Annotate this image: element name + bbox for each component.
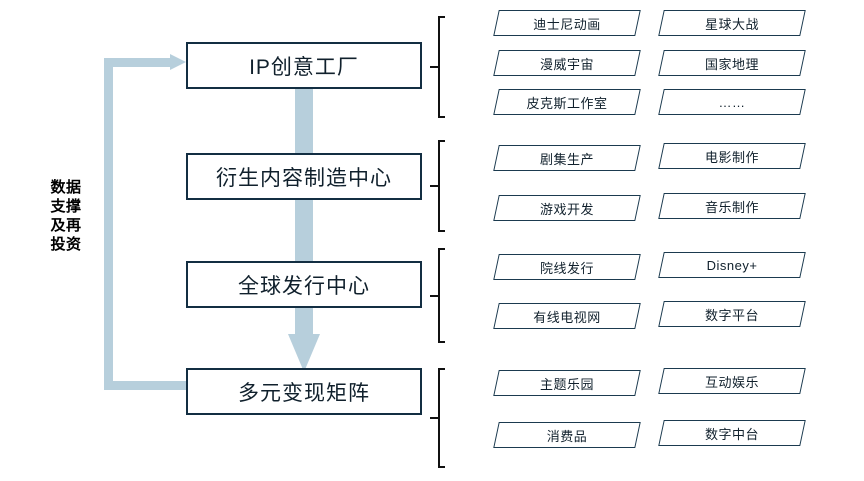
bracket-cap-bottom — [438, 116, 445, 118]
stage-label: 衍生内容制造中心 — [216, 166, 392, 190]
chip-content-2[interactable]: 电影制作 — [658, 143, 806, 169]
bracket-tick — [430, 417, 440, 419]
chip-label: 有线电视网 — [533, 309, 601, 325]
chip-label: 剧集生产 — [539, 151, 594, 167]
chip-ip-3[interactable]: 漫威宇宙 — [493, 50, 641, 76]
chip-label: 皮克斯工作室 — [526, 95, 608, 111]
loop-bottom-segment — [104, 381, 188, 390]
chip-distribution-3[interactable]: 有线电视网 — [493, 303, 641, 329]
main-flow-arrow — [288, 86, 320, 372]
chip-monetization-4[interactable]: 数字中台 — [658, 420, 806, 446]
chip-content-3[interactable]: 游戏开发 — [493, 195, 641, 221]
chip-label: 数字中台 — [704, 426, 759, 442]
chip-content-1[interactable]: 剧集生产 — [493, 145, 641, 171]
loop-top-segment — [104, 58, 172, 67]
chip-content-4[interactable]: 音乐制作 — [658, 193, 806, 219]
bracket-cap-top — [438, 16, 445, 18]
stage-box-ip-creative-factory[interactable]: IP创意工厂 — [186, 42, 422, 89]
chip-label: Disney+ — [706, 257, 758, 273]
bracket-cap-bottom — [438, 230, 445, 232]
chip-label: 游戏开发 — [539, 201, 594, 217]
chip-ip-4[interactable]: 国家地理 — [658, 50, 806, 76]
group-bracket-2 — [430, 140, 446, 232]
chip-ip-1[interactable]: 迪士尼动画 — [493, 10, 641, 36]
chip-label: 院线发行 — [539, 260, 594, 276]
loop-arrowhead-icon — [170, 54, 186, 70]
chip-ip-5[interactable]: 皮克斯工作室 — [493, 89, 641, 115]
bracket-tick — [430, 294, 440, 297]
loop-vertical-segment — [104, 58, 113, 390]
reinvestment-loop-arrow — [104, 54, 196, 390]
stage-label: 全球发行中心 — [238, 274, 370, 298]
chip-ip-2[interactable]: 星球大战 — [658, 10, 806, 36]
side-caption-data-support-reinvestment: 数据 支撑 及再 投资 — [50, 179, 82, 253]
chip-monetization-2[interactable]: 互动娱乐 — [658, 368, 806, 394]
chip-label: 音乐制作 — [704, 199, 759, 215]
chip-monetization-1[interactable]: 主题乐园 — [493, 370, 641, 396]
flow-arrow-head-icon — [288, 334, 320, 372]
group-bracket-1 — [430, 16, 446, 118]
chip-label: 数字平台 — [704, 307, 759, 323]
chip-ip-6[interactable]: …… — [658, 89, 806, 115]
group-bracket-3 — [430, 248, 446, 343]
chip-distribution-1[interactable]: 院线发行 — [493, 254, 641, 280]
chip-distribution-4[interactable]: 数字平台 — [658, 301, 806, 327]
bracket-cap-bottom — [438, 341, 445, 343]
stage-label: IP创意工厂 — [249, 55, 359, 79]
bracket-cap-top — [438, 248, 445, 250]
bracket-cap-top — [438, 368, 445, 370]
chip-label: 电影制作 — [704, 149, 759, 165]
stage-box-diversified-monetization-matrix[interactable]: 多元变现矩阵 — [186, 368, 422, 415]
chip-label: 消费品 — [546, 428, 588, 444]
chip-label: 星球大战 — [704, 16, 759, 32]
bracket-cap-top — [438, 140, 445, 142]
chip-label: 迪士尼动画 — [533, 16, 601, 32]
stage-label: 多元变现矩阵 — [238, 381, 370, 405]
chip-label: 国家地理 — [704, 56, 759, 72]
bracket-tick — [430, 66, 440, 68]
chip-monetization-3[interactable]: 消费品 — [493, 422, 641, 448]
chip-label: 互动娱乐 — [704, 374, 759, 390]
chip-label: 主题乐园 — [539, 376, 594, 392]
group-bracket-4 — [430, 368, 446, 468]
chip-distribution-2[interactable]: Disney+ — [658, 252, 806, 278]
bracket-cap-bottom — [438, 466, 445, 468]
chip-label: …… — [718, 94, 746, 110]
chip-label: 漫威宇宙 — [539, 56, 594, 72]
bracket-tick — [430, 185, 440, 187]
stage-box-global-distribution-center[interactable]: 全球发行中心 — [186, 261, 422, 308]
stage-box-derivative-content-manufacturing-center[interactable]: 衍生内容制造中心 — [186, 153, 422, 200]
